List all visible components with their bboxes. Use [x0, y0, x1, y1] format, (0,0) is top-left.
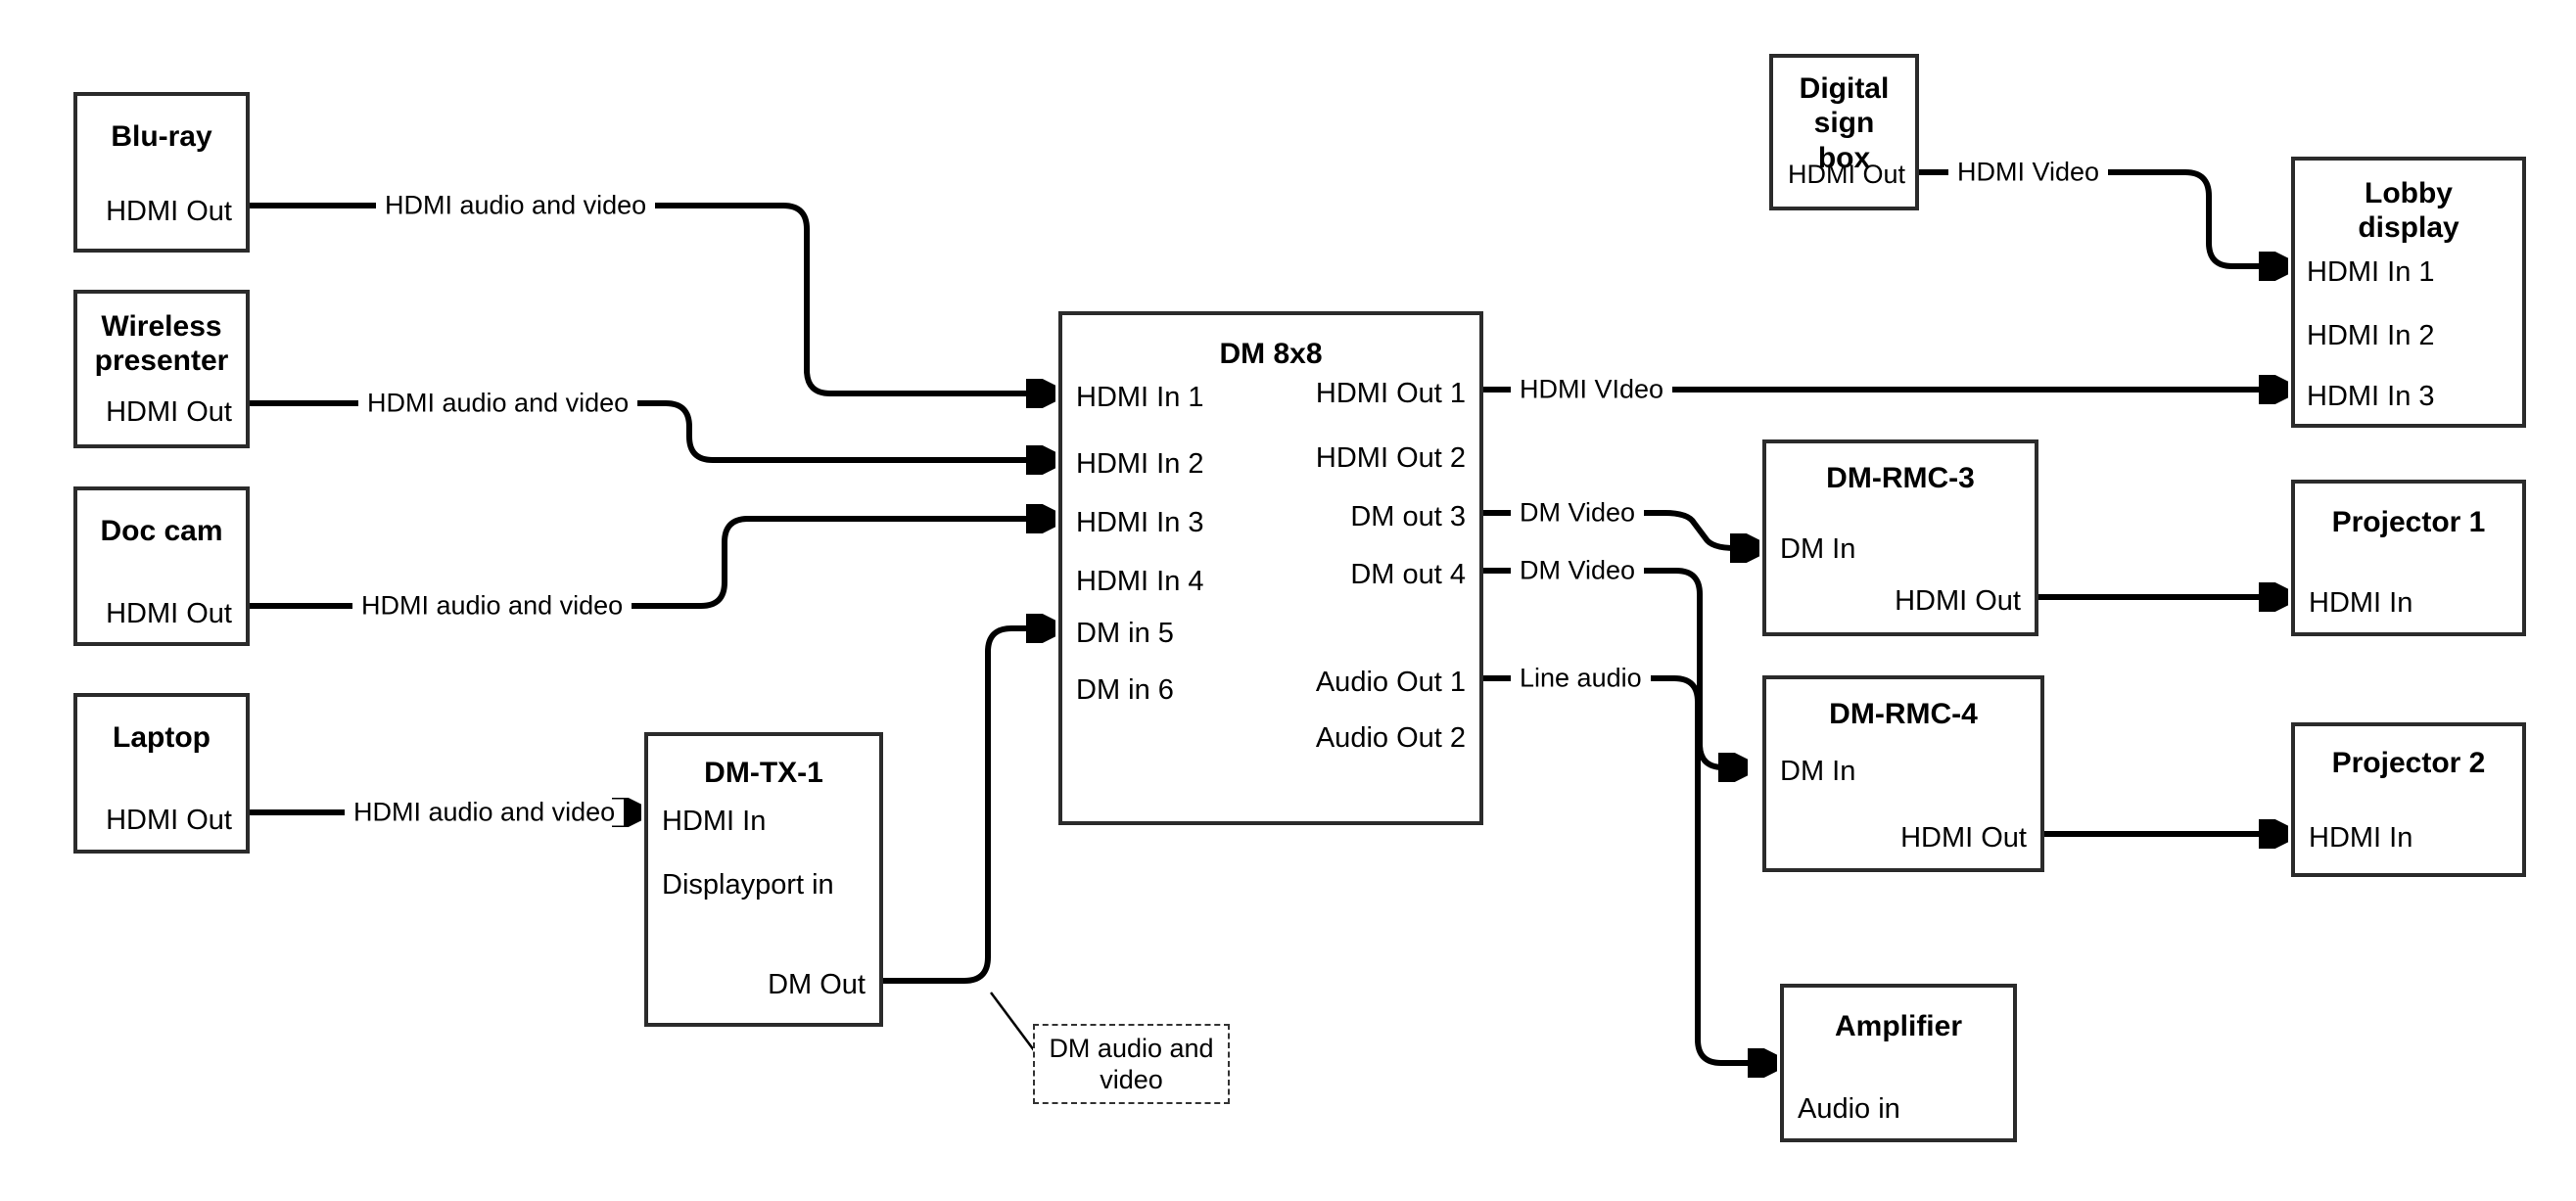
device-title-amplifier: Amplifier — [1834, 1010, 1963, 1042]
device-box-dm-rmc-3[interactable]: DM-RMC-3 DM In HDMI Out — [1762, 439, 2038, 636]
device-box-wireless-presenter[interactable]: Wireless presenter HDMI Out — [73, 290, 250, 448]
wire-label-bluray-to-dm8x8: HDMI audio and video — [376, 192, 656, 219]
device-box-doc-cam[interactable]: Doc cam HDMI Out — [73, 486, 250, 646]
device-box-digital-sign-box[interactable]: Digital sign box HDMI Out — [1769, 54, 1919, 210]
device-title-line-2: presenter — [94, 345, 229, 378]
device-title-line-1: Wireless — [101, 310, 222, 343]
port-dm8x8-audio-out-2[interactable]: Audio Out 2 — [1315, 722, 1466, 754]
port-dm8x8-dm-in-5[interactable]: DM in 5 — [1076, 618, 1174, 649]
port-dm8x8-hdmi-in-4[interactable]: HDMI In 4 — [1076, 566, 1204, 597]
port-amplifier-audio-in[interactable]: Audio in — [1798, 1093, 1900, 1125]
device-title-dm-rmc-4: DM-RMC-4 — [1829, 698, 1978, 730]
device-box-bluray[interactable]: Blu-ray HDMI Out — [73, 92, 250, 253]
port-projector2-hdmi-in[interactable]: HDMI In — [2309, 822, 2413, 854]
device-title-projector-2: Projector 2 — [2331, 747, 2486, 779]
port-projector1-hdmi-in[interactable]: HDMI In — [2309, 587, 2413, 619]
device-title-bluray: Blu-ray — [111, 120, 212, 153]
port-dm8x8-hdmi-out-2[interactable]: HDMI Out 2 — [1315, 442, 1466, 474]
device-title-line-1: Lobby — [2365, 177, 2453, 209]
device-title-wireless-presenter: Wireless presenter — [77, 309, 246, 379]
annotation-line-1: DM audio and — [1049, 1033, 1214, 1063]
device-title-dm-tx-1: DM-TX-1 — [704, 757, 823, 789]
port-dm8x8-audio-out-1[interactable]: Audio Out 1 — [1315, 667, 1466, 698]
device-title-digital-sign-box: Digital sign box — [1773, 71, 1915, 175]
port-dm8x8-dm-in-6[interactable]: DM in 6 — [1076, 674, 1174, 706]
annotation-dm-audio-and-video: DM audio and video — [1033, 1024, 1230, 1104]
device-title-dm-8x8: DM 8x8 — [1219, 338, 1323, 370]
port-dm8x8-dm-out-4[interactable]: DM out 4 — [1350, 559, 1466, 590]
device-title-dm-rmc-3: DM-RMC-3 — [1826, 462, 1975, 494]
port-dm8x8-hdmi-in-2[interactable]: HDMI In 2 — [1076, 448, 1204, 480]
port-dmtx1-dm-out[interactable]: DM Out — [768, 969, 866, 1000]
wire-bluray-to-dm8x8 — [250, 203, 1051, 393]
device-title-doc-cam: Doc cam — [100, 515, 223, 547]
device-title-lobby-display: Lobby display — [2295, 176, 2522, 246]
port-dmrmc3-hdmi-out[interactable]: HDMI Out — [1895, 585, 2021, 617]
port-dmrmc4-dm-in[interactable]: DM In — [1780, 756, 1856, 787]
wire-label-dm8x8-dmout3-to-dmrmc3: DM Video — [1511, 499, 1645, 527]
device-box-projector-2[interactable]: Projector 2 HDMI In — [2291, 722, 2526, 877]
wire-label-laptop-to-dmtx1: HDMI audio and video — [345, 799, 625, 826]
device-title-laptop: Laptop — [113, 721, 211, 754]
wire-label-wireless-to-dm8x8: HDMI audio and video — [358, 390, 638, 417]
device-box-dm-rmc-4[interactable]: DM-RMC-4 DM In HDMI Out — [1762, 675, 2044, 872]
annotation-line-2: video — [1100, 1065, 1163, 1094]
device-box-dm-8x8[interactable]: DM 8x8 HDMI In 1 HDMI In 2 HDMI In 3 HDM… — [1058, 311, 1483, 825]
device-box-dm-tx-1[interactable]: DM-TX-1 HDMI In Displayport in DM Out — [644, 732, 883, 1027]
device-title-line-2: box — [1817, 141, 1871, 174]
port-dm8x8-hdmi-out-1[interactable]: HDMI Out 1 — [1315, 378, 1466, 409]
port-dmrmc4-hdmi-out[interactable]: HDMI Out — [1900, 822, 2027, 854]
port-dm8x8-hdmi-in-3[interactable]: HDMI In 3 — [1076, 507, 1204, 538]
wire-label-dm8x8-hdmiout1-to-lobby: HDMI VIdeo — [1511, 376, 1673, 403]
wire-leader-dm-audio-video-label — [989, 992, 1036, 1051]
port-lobby-hdmi-in-2[interactable]: HDMI In 2 — [2307, 320, 2435, 351]
port-wireless-hdmi-out[interactable]: HDMI Out — [106, 396, 232, 428]
device-box-projector-1[interactable]: Projector 1 HDMI In — [2291, 480, 2526, 636]
port-dmtx1-displayport-in[interactable]: Displayport in — [662, 869, 834, 901]
device-box-amplifier[interactable]: Amplifier Audio in — [1780, 984, 2017, 1142]
wire-label-doccam-to-dm8x8: HDMI audio and video — [352, 592, 632, 620]
port-digitalsign-hdmi-out[interactable]: HDMI Out — [1787, 160, 1905, 189]
port-doccam-hdmi-out[interactable]: HDMI Out — [106, 598, 232, 629]
device-box-laptop[interactable]: Laptop HDMI Out — [73, 693, 250, 854]
device-title-projector-1: Projector 1 — [2331, 506, 2486, 538]
device-box-lobby-display[interactable]: Lobby display HDMI In 1 HDMI In 2 HDMI I… — [2291, 157, 2526, 428]
device-title-line-1: Digital sign — [1799, 72, 1890, 140]
port-dmrmc3-dm-in[interactable]: DM In — [1780, 533, 1856, 565]
port-bluray-hdmi-out[interactable]: HDMI Out — [106, 196, 232, 227]
port-lobby-hdmi-in-3[interactable]: HDMI In 3 — [2307, 381, 2435, 412]
port-lobby-hdmi-in-1[interactable]: HDMI In 1 — [2307, 256, 2435, 288]
wire-dm8x8-audioout1-to-amplifier — [1483, 675, 1772, 1063]
port-dm8x8-hdmi-in-1[interactable]: HDMI In 1 — [1076, 382, 1204, 413]
port-laptop-hdmi-out[interactable]: HDMI Out — [106, 805, 232, 836]
port-dm8x8-dm-out-3[interactable]: DM out 3 — [1350, 501, 1466, 532]
port-dmtx1-hdmi-in[interactable]: HDMI In — [662, 806, 767, 837]
wire-label-digitalsign-to-lobby: HDMI Video — [1948, 159, 2109, 186]
wire-dmtx1-to-dm8x8 — [883, 628, 1051, 984]
wire-label-dm8x8-audioout1-to-amplifier: Line audio — [1511, 665, 1651, 692]
wire-label-dm8x8-dmout4-to-dmrmc4: DM Video — [1511, 557, 1645, 584]
device-title-line-2: display — [2358, 211, 2459, 245]
